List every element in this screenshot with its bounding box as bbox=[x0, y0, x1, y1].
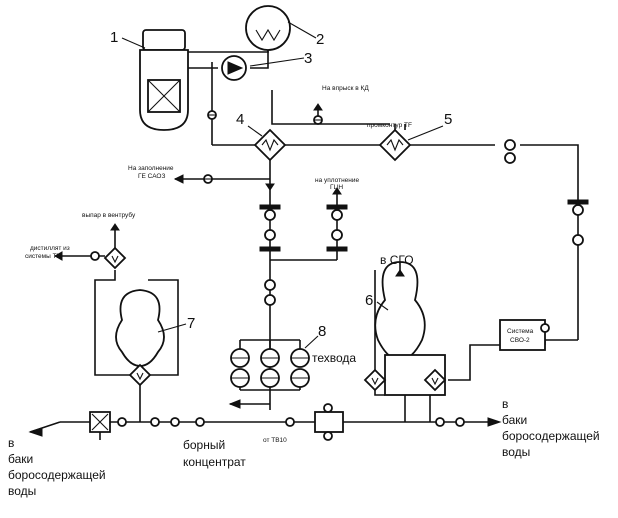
distillate-note-line2: системы TN bbox=[25, 253, 62, 260]
label-5: 5 bbox=[444, 111, 452, 128]
to-sgo-label: в СГО bbox=[380, 253, 414, 267]
bypass-box bbox=[314, 411, 344, 433]
svo2-line1: Система bbox=[507, 328, 534, 335]
label-2: 2 bbox=[316, 31, 324, 48]
svo2-system-box bbox=[499, 319, 546, 351]
right-tanks-line3: боросодержащей bbox=[502, 429, 600, 443]
tech-water-label: техвода bbox=[312, 351, 356, 365]
steam-generator bbox=[245, 5, 291, 51]
left-tanks-line4: воды bbox=[8, 484, 36, 498]
label-1: 1 bbox=[110, 29, 118, 46]
right-tanks-line2: баки bbox=[502, 413, 527, 427]
boric-concentrate-line1: борный bbox=[183, 438, 225, 452]
right-tanks-line4: воды bbox=[502, 445, 530, 459]
valves bbox=[90, 110, 589, 441]
seal-note-line1: на уплотнение bbox=[315, 177, 360, 184]
left-tanks-line1: в bbox=[8, 436, 14, 450]
regenerative-heat-exchanger bbox=[253, 128, 287, 162]
vent-note: выпар в вентрубу bbox=[82, 211, 136, 219]
coolant-pump bbox=[221, 55, 247, 81]
seal-note-line2: ГЦН bbox=[330, 184, 343, 191]
boric-concentrate-line2: концентрат bbox=[183, 455, 246, 469]
right-tanks-line1: в bbox=[502, 397, 508, 411]
fill-note-line2: ГЕ САОЗ bbox=[138, 173, 165, 180]
tb10-note: от ТВ10 bbox=[263, 437, 287, 444]
label-8: 8 bbox=[318, 323, 326, 340]
tank6-heat-exchangers bbox=[363, 368, 447, 392]
equipment-numbers: 1 2 3 4 5 6 7 8 bbox=[110, 29, 452, 340]
callout-lines bbox=[121, 21, 444, 349]
flow-arrows bbox=[28, 103, 502, 437]
spray-note: На впрыск в КД bbox=[322, 85, 369, 92]
distillate-note-line1: дистиллят из bbox=[30, 245, 70, 252]
left-tanks-line2: баки bbox=[8, 452, 33, 466]
label-6: 6 bbox=[365, 292, 373, 309]
label-4: 4 bbox=[236, 111, 244, 128]
flow-labels: в баки боросодержащей воды в баки боросо… bbox=[8, 253, 600, 498]
label-3: 3 bbox=[304, 50, 312, 67]
label-7: 7 bbox=[187, 315, 195, 332]
left-tanks-line3: боросодержащей bbox=[8, 468, 106, 482]
makeup-tank bbox=[103, 246, 165, 387]
regen-note: промконтур ТF bbox=[367, 122, 412, 129]
svo2-line2: СВО-2 bbox=[510, 337, 530, 344]
fill-note-line1: На заполнение bbox=[128, 165, 174, 172]
reactor bbox=[139, 29, 189, 131]
mixing-filters bbox=[230, 348, 310, 388]
inlet-filter bbox=[89, 411, 111, 433]
letdown-cooler bbox=[378, 128, 412, 162]
small-annotations: На впрыск в КД промконтур ТF На заполнен… bbox=[25, 85, 534, 444]
